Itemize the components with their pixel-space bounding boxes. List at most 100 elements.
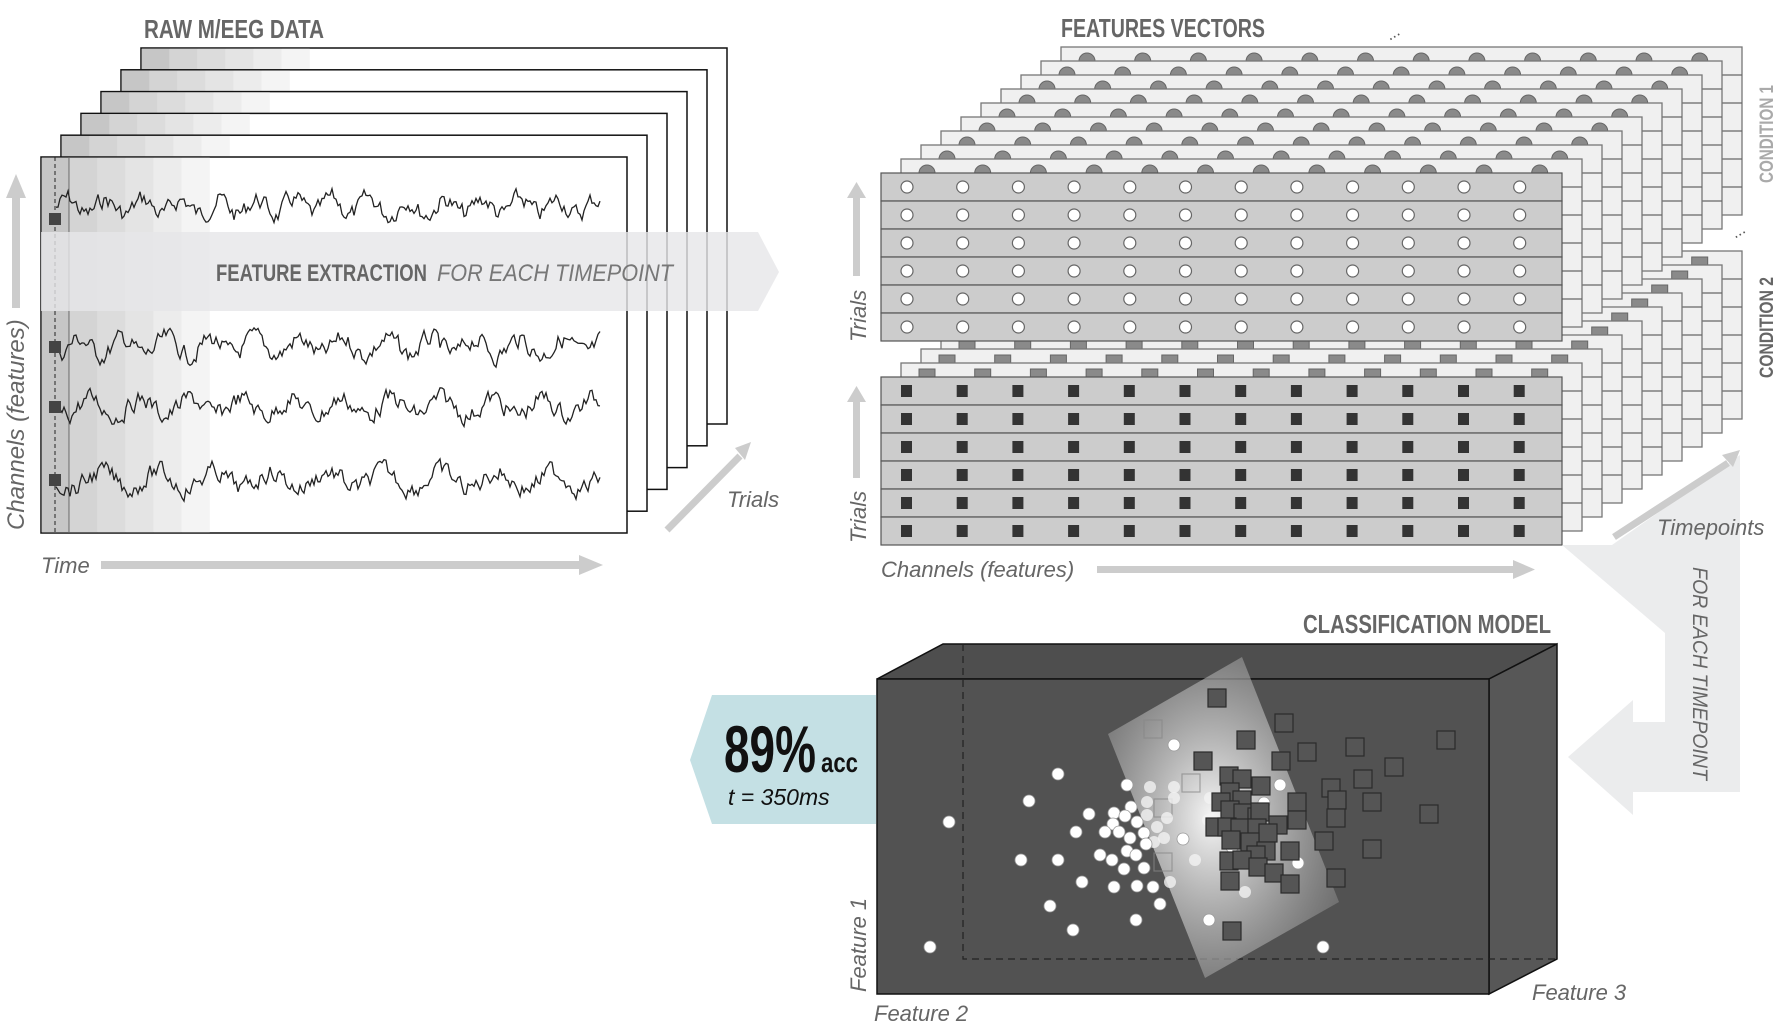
timepoint-value: t = 350ms (728, 784, 830, 810)
condition2-point (1248, 857, 1268, 877)
condition1-point (1022, 794, 1036, 808)
feature-value-square (1402, 469, 1414, 481)
feature-value-circle (1457, 264, 1471, 278)
feature-value-circle (1345, 264, 1360, 278)
condition1-point (1129, 848, 1143, 862)
condition1-point (1168, 781, 1180, 793)
trial-row (880, 460, 1563, 490)
feature-value-circle (956, 320, 970, 334)
feature-value-circle (1401, 320, 1415, 334)
feature-value-circle (1123, 236, 1137, 250)
feature-value-square (1402, 385, 1414, 397)
feature-value-square (956, 497, 968, 509)
trials-axis-cond2: Trials (846, 386, 871, 543)
condition1-point (1118, 809, 1132, 823)
feature-value-circle (1178, 180, 1193, 194)
feature2-label: Feature 2 (874, 1001, 968, 1026)
feature-value-circle (1234, 292, 1248, 306)
feature-value-circle (1513, 180, 1527, 194)
trials-axis: Trials (664, 442, 779, 533)
condition2-point (1353, 769, 1373, 789)
feature-value-circle (956, 236, 970, 250)
feature-value-square (1235, 525, 1247, 537)
feature-value-circle (1457, 208, 1471, 222)
feature-value-circle (1401, 208, 1415, 222)
condition2-point (1221, 830, 1241, 850)
condition2-point (1419, 804, 1439, 824)
feature-value-square (1346, 469, 1358, 481)
condition2-point (1384, 757, 1404, 777)
time-axis: Time (41, 553, 603, 578)
trials-cond2-label: Trials (846, 491, 871, 543)
feature-value-square (1179, 497, 1191, 509)
feature-value-square (1458, 469, 1469, 481)
condition1-point (1146, 880, 1160, 894)
feature-value-square (1458, 385, 1469, 397)
condition2-point (1251, 776, 1271, 796)
feature-value-square (1235, 385, 1247, 397)
feature-value-square (956, 469, 968, 481)
feature-value-circle (1401, 292, 1415, 306)
feature1-label: Feature 1 (846, 898, 871, 992)
condition2-point (1327, 790, 1347, 810)
eeg-front-trial (40, 156, 628, 534)
trials-axis-cond1: Trials (846, 182, 871, 342)
condition2-point (1222, 921, 1242, 941)
feature-value-square (901, 441, 912, 453)
trials-axis-label: Trials (727, 487, 779, 512)
condition1-point (942, 815, 956, 829)
feature-value-circle (1178, 208, 1193, 222)
feature-value-square (1068, 497, 1080, 509)
feature-extraction-label: FEATURE EXTRACTION (216, 260, 427, 287)
condition2-point (1326, 868, 1346, 888)
feature-value-circle (1345, 180, 1360, 194)
feature-value-square (1235, 441, 1247, 453)
eeg-channel-trace (55, 326, 601, 369)
condition1-point (923, 940, 937, 954)
condition2-point (1250, 802, 1270, 822)
feature-value-circle (1457, 180, 1471, 194)
feature-value-circle (1011, 320, 1026, 334)
feature-value-square (1012, 497, 1024, 509)
feature-value-square (1346, 385, 1358, 397)
feature-value-square (956, 385, 968, 397)
timepoint-marker (49, 341, 61, 353)
condition2-point (1436, 730, 1456, 750)
condition1-point (1239, 886, 1251, 898)
raw-data-title: RAW M/EEG DATA (144, 14, 324, 44)
feature-value-square (1179, 413, 1191, 425)
feature-value-circle (1290, 264, 1304, 278)
feature-value-circle (1123, 264, 1137, 278)
classification-box (876, 642, 1558, 996)
condition1-point (1069, 825, 1083, 839)
condition2-point (1287, 810, 1307, 830)
feature-value-circle (1011, 208, 1026, 222)
feature-value-circle (1345, 208, 1360, 222)
timepoint-marker (49, 213, 61, 225)
feature-value-circle (1513, 208, 1527, 222)
feature-value-circle (1011, 264, 1026, 278)
trials-cond1-label: Trials (846, 290, 871, 342)
timepoint-marker (49, 401, 61, 413)
trial-row (880, 256, 1563, 286)
feature-value-square (1012, 385, 1024, 397)
condition1-point (1202, 913, 1216, 927)
feature-value-square (1179, 385, 1191, 397)
feature-value-circle (1011, 180, 1026, 194)
condition1-point (1130, 879, 1144, 893)
condition2-point (1207, 688, 1227, 708)
trial-row (880, 172, 1563, 202)
channels-features-axis: Channels (features) (881, 557, 1535, 582)
feature-value-square (1346, 441, 1358, 453)
feature-value-square (1346, 413, 1358, 425)
condition1-point (1273, 778, 1287, 792)
feature-value-square (956, 413, 968, 425)
feature-value-circle (1178, 320, 1193, 334)
feature-value-square (1068, 469, 1080, 481)
accuracy-value: 89% (724, 712, 816, 786)
condition1-point (1144, 781, 1156, 793)
feature-value-square (1235, 413, 1247, 425)
feature-value-square (1402, 497, 1414, 509)
feature-value-square (1123, 441, 1135, 453)
